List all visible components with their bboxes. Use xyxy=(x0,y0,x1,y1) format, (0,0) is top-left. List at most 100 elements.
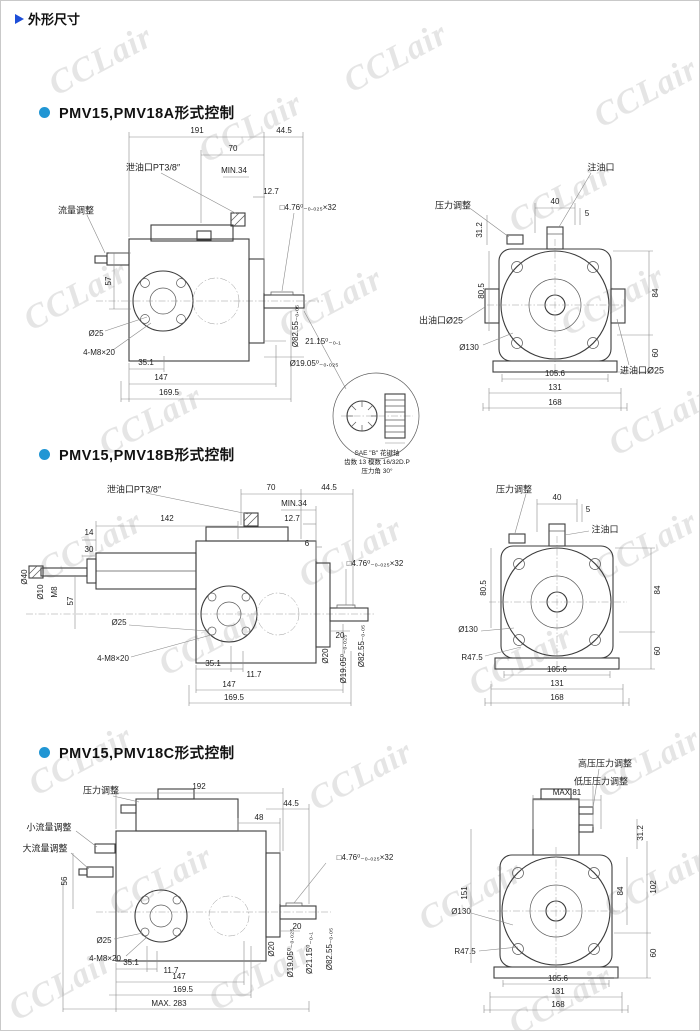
dim-label-keyway: □4.76⁰₋₀.₀₂₅×32 xyxy=(279,203,337,212)
dim-label: 40 xyxy=(552,493,562,502)
label-low-pressure-adjust: 低压压力调整 xyxy=(573,776,629,787)
dim-label: MIN.34 xyxy=(281,499,307,508)
label-fill-port: 注油口 xyxy=(587,162,615,173)
dim-label: 11.7 xyxy=(246,670,262,679)
drawing-c-side xyxy=(62,788,331,1012)
dim-label: 5 xyxy=(584,209,590,218)
dim-label: 57 xyxy=(104,276,113,286)
dim-label: MAX. 283 xyxy=(151,999,187,1008)
dim-label: 30 xyxy=(84,545,94,554)
dim-label: 12.7 xyxy=(263,187,279,196)
dim-label: 44.5 xyxy=(321,483,337,492)
dim-label: Ø10 xyxy=(36,584,45,600)
dim-label: 60 xyxy=(653,646,662,656)
dim-label: 40 xyxy=(550,197,560,206)
dim-label: 11.7 xyxy=(163,966,179,975)
label-outlet-port: 出油口Ø25 xyxy=(418,315,464,326)
page-title: 外形尺寸 xyxy=(28,12,81,27)
dim-label: 131 xyxy=(548,383,562,392)
dim-label: 48 xyxy=(254,813,264,822)
dim-label: Ø130 xyxy=(459,343,479,352)
label-pressure-adjust: 压力调整 xyxy=(495,484,533,495)
dim-label: 70 xyxy=(266,483,276,492)
label-drain-port: 泄油口PT3/8″ xyxy=(106,484,162,495)
dim-label: 169.5 xyxy=(223,693,245,702)
section-c-title: PMV15,PMV18C形式控制 xyxy=(59,746,235,762)
drawing-b-front xyxy=(480,493,655,706)
dim-label: 20 xyxy=(335,631,345,640)
dim-label: 147 xyxy=(154,373,168,382)
dim-label: 44.5 xyxy=(276,126,292,135)
label-flow-adjust: 流量调整 xyxy=(57,205,95,216)
dim-label: 20 xyxy=(292,922,302,931)
arrow-icon xyxy=(15,13,24,24)
dim-label-keyway: □4.76⁰₋₀.₀₂₅×32 xyxy=(336,853,394,862)
dim-label: 191 xyxy=(190,126,204,135)
dim-label: 4-M8×20 xyxy=(89,954,121,963)
label-pressure-adjust: 压力调整 xyxy=(434,200,472,211)
section-a-header: PMV15,PMV18A形式控制 xyxy=(39,102,235,123)
dim-label: 4-M8×20 xyxy=(97,654,129,663)
label-small-flow-adjust: 小流量调整 xyxy=(26,822,72,833)
dim-label: Ø20 xyxy=(267,941,276,957)
label-inlet-port: 进油口Ø25 xyxy=(619,365,665,376)
bullet-icon xyxy=(39,107,50,118)
dim-label: 169.5 xyxy=(172,985,194,994)
dim-label: 142 xyxy=(160,514,174,523)
dim-label: 35.1 xyxy=(205,659,221,668)
dim-label: 147 xyxy=(222,680,236,689)
dim-label: 14 xyxy=(84,528,94,537)
label-high-pressure-adjust: 高压压力调整 xyxy=(577,758,633,769)
dim-label: 56 xyxy=(60,876,69,886)
section-c-header: PMV15,PMV18C形式控制 xyxy=(39,742,235,763)
dim-label: MAX.81 xyxy=(552,788,582,797)
dim-label: 80.5 xyxy=(477,283,486,299)
dim-label: 105.6 xyxy=(547,974,569,983)
dim-label: Ø40 xyxy=(20,569,29,585)
dim-label: 131 xyxy=(551,987,565,996)
dim-label: 4-M8×20 xyxy=(83,348,115,357)
dim-label: 84 xyxy=(616,886,625,896)
dim-label: Ø20 xyxy=(321,648,330,664)
dim-label: 169.5 xyxy=(158,388,180,397)
section-a-title: PMV15,PMV18A形式控制 xyxy=(59,106,235,122)
dim-label: Ø82.55₋₀.₀₅ xyxy=(325,927,334,971)
dim-label: 5 xyxy=(585,505,591,514)
dim-label: 105.6 xyxy=(544,369,566,378)
dim-label: M8 xyxy=(50,586,59,598)
dim-label: Ø25 xyxy=(88,329,104,338)
section-b-header: PMV15,PMV18B形式控制 xyxy=(39,444,235,465)
dim-label: 84 xyxy=(653,585,662,595)
dim-label: 21.15⁰₋₀.₁ xyxy=(305,337,341,346)
bullet-icon xyxy=(39,449,50,460)
spline-note-line3: 压力角 30° xyxy=(361,467,393,475)
label-pressure-adjust: 压力调整 xyxy=(82,785,120,796)
dim-label-keyway: □4.76⁰₋₀.₀₂₅×32 xyxy=(346,559,404,568)
dim-label: 147 xyxy=(172,972,186,981)
dim-label: Ø19.05⁰₋₀.₀₂₅ xyxy=(289,359,339,368)
dim-label: 168 xyxy=(548,398,562,407)
label-large-flow-adjust: 大流量调整 xyxy=(22,843,68,854)
dim-label: R47.5 xyxy=(454,947,476,956)
dim-label: Ø82.55₋₀.₀₅ xyxy=(357,624,366,668)
dim-label: 105.6 xyxy=(546,665,568,674)
page-header: 外形尺寸 xyxy=(15,9,80,28)
dim-label: 35.1 xyxy=(138,358,154,367)
dim-label: Ø19.05⁰₋₀.₀₂₅ xyxy=(339,634,348,684)
dim-label: 57 xyxy=(66,596,75,606)
dim-label: 60 xyxy=(651,348,660,358)
label-drain-port: 泄油口PT3/8″ xyxy=(125,162,181,173)
dim-label: MIN.34 xyxy=(221,166,247,175)
dim-label: Ø130 xyxy=(451,907,471,916)
dim-label: 31.2 xyxy=(636,825,645,841)
dim-label: 70 xyxy=(228,144,238,153)
dim-label: 35.1 xyxy=(123,958,139,967)
label-fill-port: 注油口 xyxy=(591,524,619,535)
dim-label: 131 xyxy=(550,679,564,688)
section-b-title: PMV15,PMV18B形式控制 xyxy=(59,448,235,464)
bullet-icon xyxy=(39,747,50,758)
dim-label: 6 xyxy=(304,539,310,548)
dim-label: R47.5 xyxy=(461,653,483,662)
dim-label: 31.2 xyxy=(475,222,484,238)
